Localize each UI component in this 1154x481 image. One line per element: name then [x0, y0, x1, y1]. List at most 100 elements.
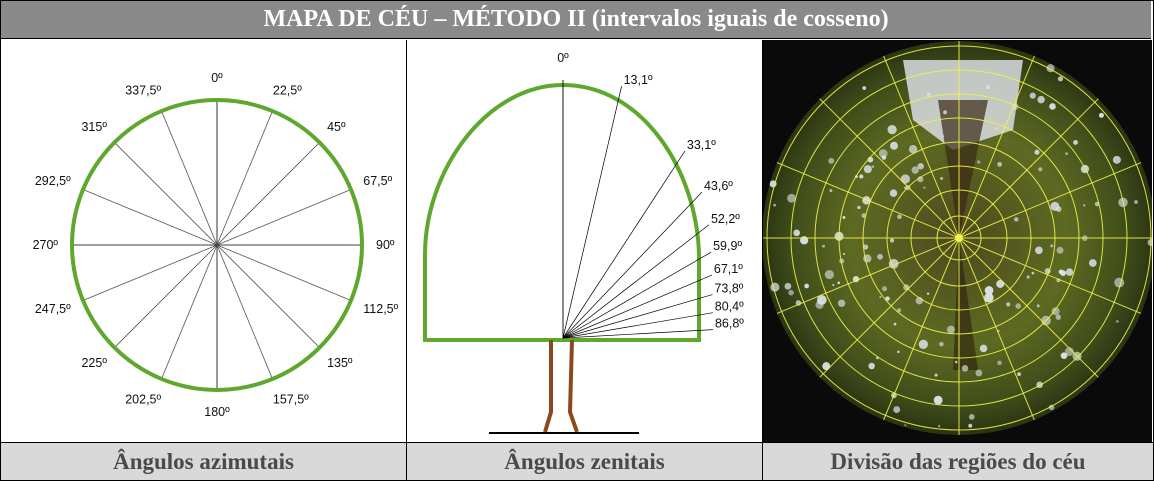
sky-speck — [1037, 95, 1045, 104]
sky-speck — [934, 373, 938, 377]
zenith-ray — [562, 224, 710, 339]
sky-speck — [915, 296, 924, 305]
sky-speck — [793, 229, 801, 237]
azimuth-label: 180º — [204, 405, 230, 419]
sky-speck — [1088, 259, 1097, 267]
sky-speck — [917, 163, 924, 170]
sky-speck — [961, 365, 969, 372]
tree-trunk-left — [543, 340, 553, 433]
sky-speck — [1056, 246, 1064, 254]
sky-speck — [804, 283, 809, 289]
zenith-label: 33,1º — [687, 138, 716, 152]
sky-speck — [1050, 244, 1054, 248]
sky-speck — [1034, 149, 1040, 155]
zenith-tree-diagram: 0º13,1º33,1º43,6º52,2º59,9º67,1º73,8º80,… — [423, 51, 744, 434]
zenith-label: 13,1º — [624, 73, 653, 87]
sky-speck — [863, 165, 872, 174]
zenith-label: 67,1º — [714, 262, 743, 276]
zenith-ray — [562, 294, 713, 339]
sky-speck — [787, 193, 796, 203]
sky-speck — [868, 362, 875, 370]
sky-speck — [954, 360, 958, 364]
sky-speck — [1036, 304, 1040, 308]
sky-speck — [977, 160, 981, 164]
sky-speck — [1073, 140, 1078, 145]
sky-speck — [889, 189, 898, 197]
zenith-ray — [562, 312, 713, 339]
sky-speck — [1098, 112, 1104, 118]
azimuth-label: 225º — [81, 356, 107, 370]
sky-speck — [997, 360, 1002, 366]
zenith-label: 73,8º — [714, 282, 743, 296]
azimuth-label: 315º — [81, 120, 107, 134]
sky-speck — [968, 423, 973, 428]
sky-speck — [940, 177, 944, 181]
zenith-ray — [562, 86, 622, 339]
azimuth-compass-diagram: 0º22,5º45º67,5º90º112,5º135º157,5º180º20… — [33, 71, 399, 419]
sky-speck — [1026, 275, 1030, 279]
figure-title: MAPA DE CÉU – MÉTODO II (intervalos igua… — [1, 1, 1151, 39]
column-divider-2 — [762, 40, 763, 481]
zenith-ray — [562, 191, 703, 339]
zenith-ray — [562, 329, 713, 339]
sky-speck — [885, 296, 890, 301]
sky-speck — [822, 244, 826, 248]
sky-speck — [904, 424, 907, 427]
sky-speck — [1134, 200, 1138, 205]
sky-panel — [763, 40, 1152, 442]
sky-speck — [1115, 320, 1119, 323]
sky-speck — [842, 215, 846, 219]
azimuth-label: 67,5º — [363, 174, 392, 188]
azimuth-label: 270º — [33, 238, 59, 252]
column-divider-1 — [406, 40, 407, 481]
sky-speck — [1065, 152, 1068, 155]
zenith-label: 43,6º — [704, 179, 733, 193]
azimuth-label: 157,5º — [273, 392, 309, 406]
zenith-ray — [562, 274, 713, 339]
sky-speck — [837, 299, 846, 307]
sky-speck — [843, 252, 846, 255]
sky-speck — [824, 269, 834, 280]
azimuth-label: 337,5º — [125, 84, 161, 98]
sky-speck — [857, 205, 861, 210]
azimuth-label: 22,5º — [273, 84, 302, 98]
sky-speck — [1055, 314, 1061, 320]
zenith-label: 80,4º — [715, 300, 744, 314]
sky-speck — [1060, 352, 1068, 360]
sky-speck — [1083, 204, 1086, 207]
sky-speck — [773, 203, 776, 207]
sky-speck — [839, 258, 845, 264]
sky-zenith-point — [955, 234, 963, 242]
sky-speck — [879, 295, 882, 298]
sky-speck — [822, 362, 831, 371]
sky-speck — [1038, 167, 1043, 172]
azimuth-label: 135º — [327, 356, 353, 370]
sky-speck — [996, 279, 1005, 288]
sky-speck — [995, 127, 998, 130]
sky-speck — [1035, 246, 1043, 255]
caption-azimuth: Ângulos azimutais — [1, 442, 406, 480]
sky-speck — [946, 325, 955, 334]
sky-speck — [897, 214, 902, 220]
sky-speck — [975, 369, 983, 377]
sky-speck — [1050, 201, 1060, 211]
sky-speck — [829, 189, 833, 193]
sky-speck — [979, 344, 988, 353]
sky-speck — [1006, 302, 1011, 307]
sky-speck — [897, 350, 900, 354]
sky-speck — [939, 341, 944, 347]
sky-speck — [852, 275, 860, 283]
sky-speck — [877, 253, 884, 260]
sky-speck — [788, 289, 794, 296]
caption-zenith: Ângulos zenitais — [407, 442, 762, 480]
azimuth-label: 247,5º — [35, 302, 71, 316]
sky-speck — [832, 283, 835, 287]
sky-speck — [918, 339, 928, 349]
sky-speck — [943, 110, 947, 115]
sky-speck — [911, 166, 919, 174]
sky-speck — [1057, 76, 1064, 82]
sky-speck — [1031, 271, 1035, 275]
sky-speck — [900, 174, 910, 184]
